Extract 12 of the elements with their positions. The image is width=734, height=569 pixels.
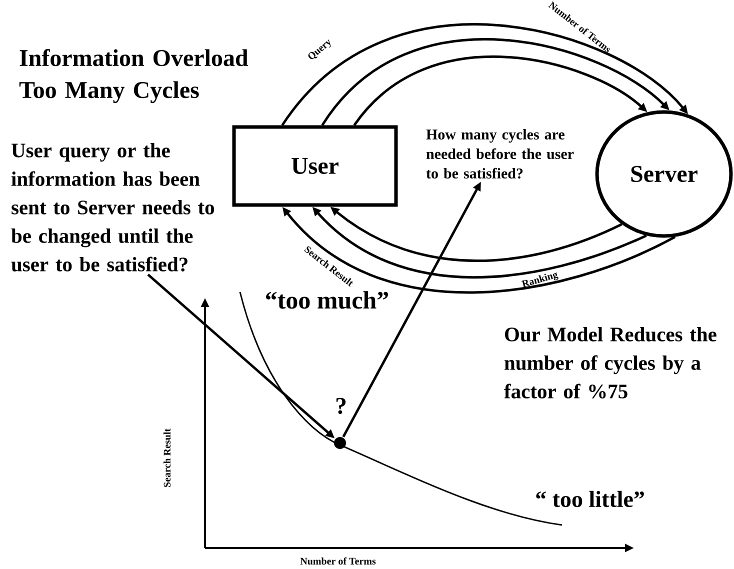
title: Information Overload Too Many Cycles xyxy=(19,49,248,104)
axis-label: Number of Terms xyxy=(300,557,376,565)
question-mark: ? xyxy=(336,398,346,414)
curve-label: “ too little” xyxy=(536,490,644,508)
line-label: Ranking xyxy=(521,272,558,288)
note-text: Our Model Reduces the number of cycles by a factor of %75 xyxy=(504,327,716,398)
point-dot xyxy=(334,437,346,449)
question-text: User query or the information has been sent to Server needs to be changed until the user to be satisfied? xyxy=(11,143,214,272)
question-text: How many cycles are needed before the user to be satisfied? xyxy=(426,129,574,179)
user-box: User xyxy=(232,125,398,207)
curve-label: “too much” xyxy=(266,291,388,309)
axis-label: Search Result xyxy=(163,428,171,487)
